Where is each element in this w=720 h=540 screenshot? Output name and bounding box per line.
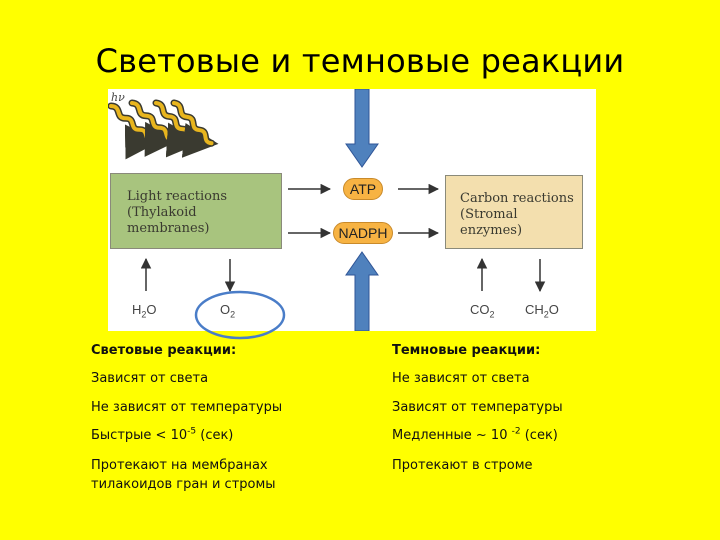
o2-label: O2	[220, 302, 236, 320]
light-box-line2: (Thylakoid membranes)	[127, 205, 210, 236]
carbon-reactions-box: Carbon reactions (Stromal enzymes)	[445, 175, 583, 249]
row1-light: Зависят от света	[91, 371, 209, 386]
blue-arrow-up	[345, 251, 379, 331]
light-reactions-box: Light reactions (Thylakoid membranes)	[110, 173, 282, 249]
atp-label: ATP	[343, 178, 383, 200]
light-wave-icons	[108, 99, 219, 160]
flow-arrows	[140, 183, 546, 293]
page-title: Световые и темновые реакции	[95, 42, 625, 80]
row2-dark: Зависят от температуры	[392, 400, 563, 415]
light-symbol: hν	[111, 91, 125, 104]
light-box-line1: Light reactions	[127, 189, 228, 204]
row4-dark: Протекают в строме	[392, 458, 533, 473]
ch2o-label: CH2O	[525, 302, 559, 320]
row2-light: Не зависят от температуры	[91, 400, 283, 415]
carbon-box-line2: (Stromal enzymes)	[460, 207, 523, 238]
carbon-box-line1: Carbon reactions	[460, 191, 574, 206]
row4-light: Протекают на мембранах тилакоидов гран и…	[91, 458, 276, 492]
co2-label: CO2	[470, 302, 495, 320]
nadph-label: NADPH	[333, 222, 393, 244]
blue-arrow-down	[345, 89, 379, 168]
o2-highlight-circle	[194, 290, 286, 340]
diagram-arrows	[108, 89, 546, 331]
photosynthesis-diagram: hν Light reactions (Thylakoid membranes)…	[108, 89, 596, 331]
row3-dark: Медленные ~ 10 -2 (сек)	[392, 426, 558, 443]
row3-light: Быстрые < 10-5 (сек)	[91, 426, 234, 443]
row1-dark: Не зависят от света	[392, 371, 530, 386]
h2o-label: H2O	[132, 302, 157, 320]
light-wave-4	[170, 99, 219, 158]
header-dark: Темновые реакции:	[392, 343, 541, 358]
light-wave-2	[128, 99, 180, 157]
light-wave-1	[108, 102, 161, 160]
